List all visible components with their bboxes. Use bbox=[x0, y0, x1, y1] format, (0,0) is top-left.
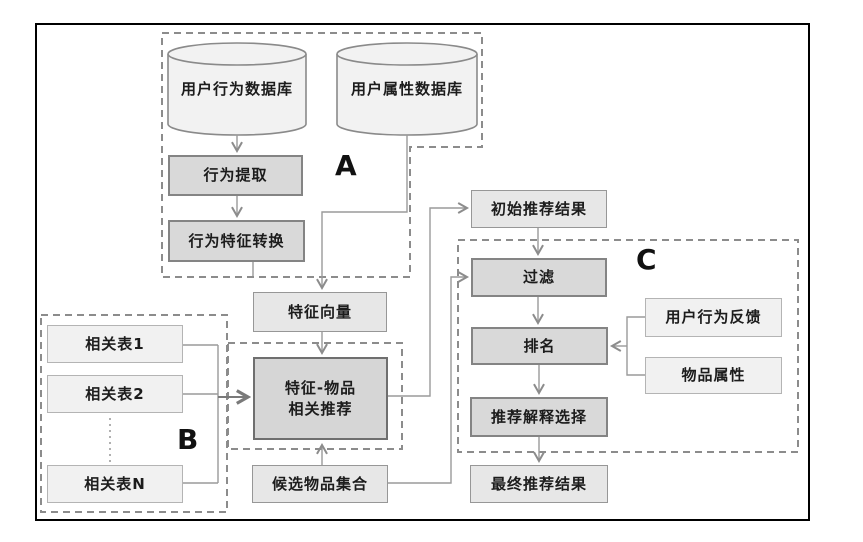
item-attributes-box: 物品属性 bbox=[645, 357, 782, 394]
user-attribute-db-cylinder bbox=[336, 42, 478, 136]
ranking-box: 排名 bbox=[471, 327, 608, 365]
feature-item-recommendation-box: 特征-物品 相关推荐 bbox=[253, 357, 388, 440]
related-table-n-box: 相关表N bbox=[47, 465, 183, 503]
feature-vector-box: 特征向量 bbox=[253, 292, 387, 332]
user-behavior-db-label: 用户行为数据库 bbox=[180, 79, 293, 98]
related-table-1-box: 相关表1 bbox=[47, 325, 183, 363]
user-behavior-feedback-box: 用户行为反馈 bbox=[645, 298, 782, 337]
recommendation-explanation-selection-box: 推荐解释选择 bbox=[470, 397, 608, 437]
initial-recommendation-result-box: 初始推荐结果 bbox=[471, 190, 607, 228]
user-behavior-db-cylinder bbox=[167, 42, 307, 136]
region-c-outline bbox=[457, 239, 799, 453]
connector-feedback-merge bbox=[626, 316, 645, 376]
user-attribute-db-label: 用户属性数据库 bbox=[350, 79, 463, 98]
behavior-extraction-box: 行为提取 bbox=[168, 155, 303, 196]
candidate-item-set-box: 候选物品集合 bbox=[252, 465, 388, 503]
connector-related-tables-merge bbox=[183, 344, 219, 484]
region-b-label: B bbox=[177, 423, 199, 456]
connector-feature-item-to-initial-result bbox=[388, 202, 470, 397]
region-c-label: C bbox=[636, 243, 657, 276]
final-recommendation-result-box: 最终推荐结果 bbox=[470, 465, 608, 503]
behavior-feature-conversion-box: 行为特征转换 bbox=[168, 220, 305, 262]
region-a-outline bbox=[161, 32, 483, 278]
feature-item-recommendation-line1: 特征-物品 bbox=[284, 379, 357, 398]
region-a-label: A bbox=[335, 149, 357, 182]
connector-candidate-to-filter bbox=[388, 271, 470, 484]
connector-db2-to-feature-vector bbox=[316, 135, 408, 291]
filter-box: 过滤 bbox=[471, 258, 607, 297]
feature-item-recommendation-line2: 相关推荐 bbox=[288, 399, 353, 418]
related-table-2-box: 相关表2 bbox=[47, 375, 183, 413]
